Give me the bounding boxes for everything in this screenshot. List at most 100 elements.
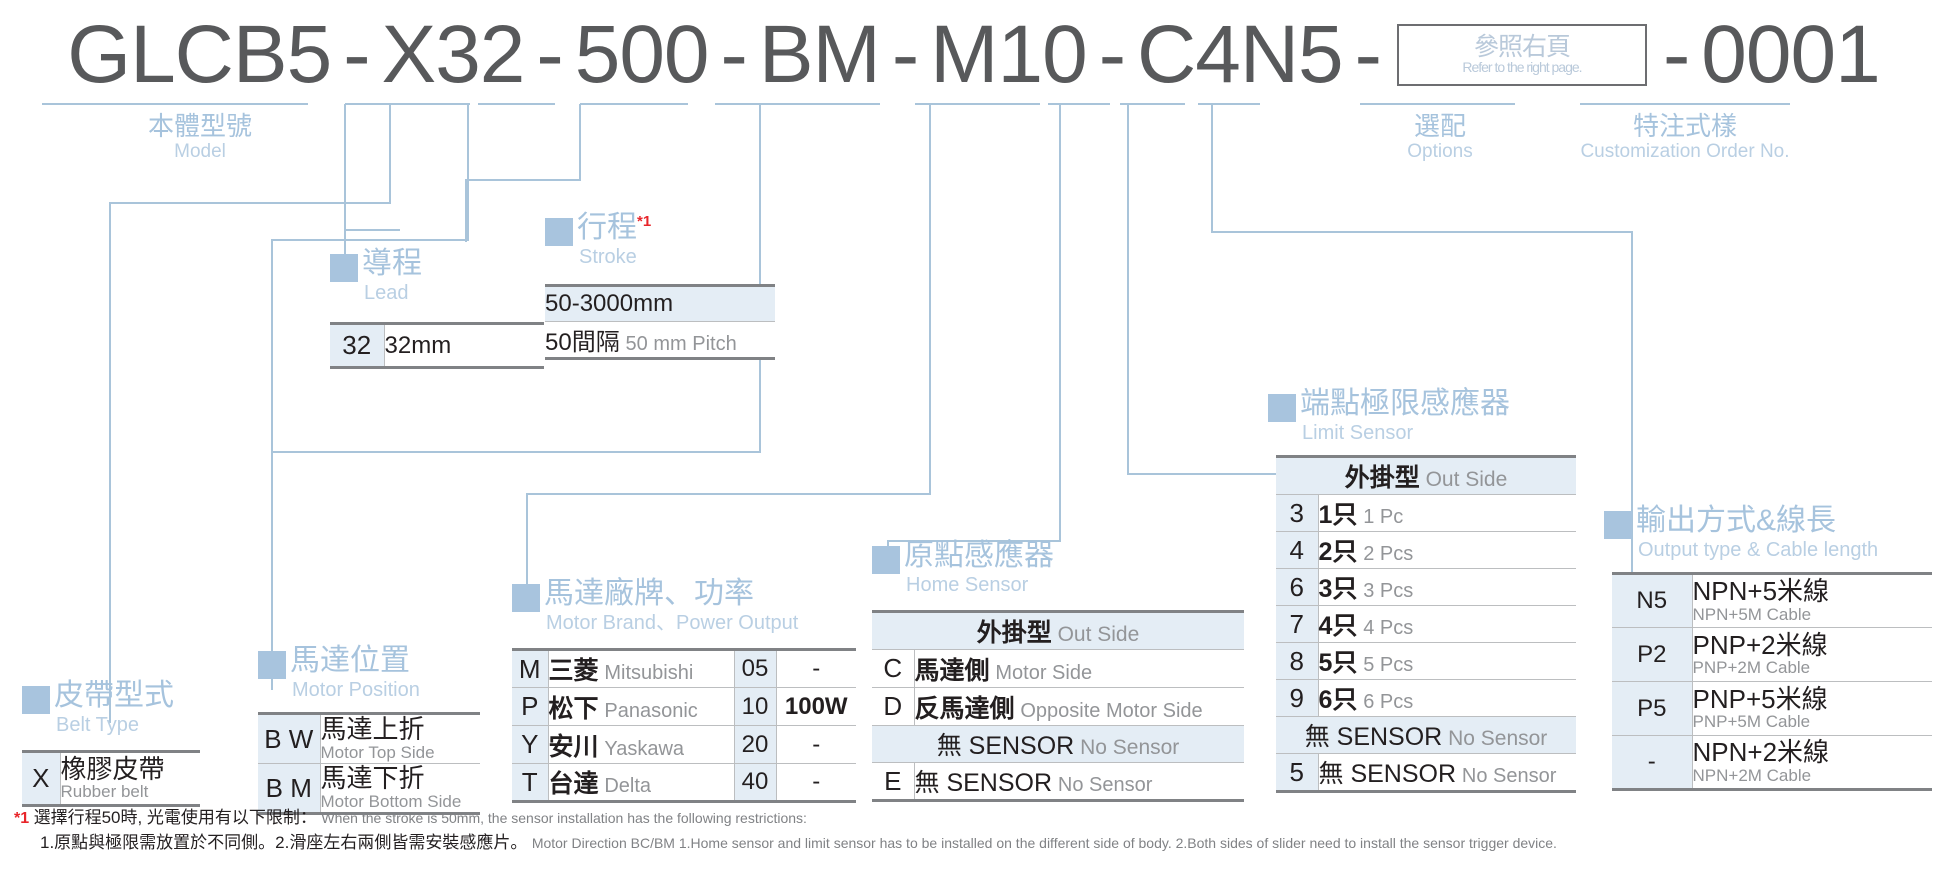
footnote-line2-cn: 1.原點與極限需放置於不同側。2.滑座左右兩側皆需安裝感應片。: [40, 832, 528, 852]
motor-power-code: 40: [734, 763, 777, 802]
caption-model: 本體型號 Model: [60, 112, 340, 162]
bullet-square-icon: [330, 254, 358, 282]
table-row: 5 無 SENSOR No Sensor: [1276, 753, 1576, 792]
output-type-desc: NPN+2米線 NPN+2M Cable: [1692, 737, 1830, 785]
home-sensor-group2: 無 SENSOR No Sensor: [936, 732, 1180, 760]
section-lead-en: Lead: [364, 282, 409, 304]
section-lead: 導程 Lead: [330, 247, 422, 305]
motor-brand-desc: 安川 Yaskawa: [548, 725, 735, 764]
caption-options-en: Options: [1407, 140, 1473, 162]
table-row: P2 PNP+2米線 PNP+2M Cable: [1612, 627, 1932, 682]
section-motor-brand-cn: 馬達廠牌、功率: [544, 577, 754, 610]
motor-position-code: B W: [258, 713, 321, 764]
table-motor-brand: M 三菱 Mitsubishi 05 - P 松下 Panasonic 10 1…: [512, 648, 856, 803]
output-type-desc: PNP+2米線 PNP+2M Cable: [1692, 629, 1828, 678]
options-box-cn: 參照右頁: [1473, 32, 1571, 61]
table-group-header: 外掛型 Out Side: [1276, 456, 1576, 495]
pn-segment-stroke: 500: [574, 9, 710, 100]
caption-customization-en: Customization Order No.: [1580, 140, 1790, 162]
limit-sensor-code: 6: [1276, 568, 1319, 606]
table-row: 4 2只 2 Pcs: [1276, 531, 1576, 569]
caption-customization: 特注式樣 Customization Order No.: [1570, 112, 1800, 162]
motor-brand-code: P: [512, 687, 549, 726]
caption-options-cn: 選配: [1413, 111, 1466, 141]
motor-position-desc: 馬達上折 Motor Top Side: [320, 714, 435, 762]
home-sensor-code: D: [872, 687, 915, 726]
table-row: 3 1只 1 Pc: [1276, 494, 1576, 532]
limit-sensor-desc: 2只 2 Pcs: [1318, 538, 1414, 566]
table-row: D 反馬達側 Opposite Motor Side: [872, 687, 1244, 726]
output-type-desc: NPN+5米線 NPN+5M Cable: [1692, 576, 1830, 624]
motor-power-value: -: [812, 730, 821, 758]
section-stroke-cn: 行程*1: [577, 211, 652, 244]
home-sensor-desc: 反馬達側 Opposite Motor Side: [914, 694, 1203, 723]
limit-sensor-code: 7: [1276, 605, 1319, 643]
table-motor-position: B W 馬達上折 Motor Top Side B M 馬達下折 Motor B…: [258, 712, 480, 815]
section-home-sensor-en: Home Sensor: [906, 574, 1029, 596]
motor-brand-desc: 三菱 Mitsubishi: [548, 649, 735, 688]
output-type-code: P2: [1612, 627, 1693, 682]
home-sensor-desc: 馬達側 Motor Side: [914, 656, 1093, 685]
stroke-footnote-mark: *1: [637, 213, 652, 230]
belt-desc: 橡膠皮帶 Rubber belt: [60, 753, 165, 802]
section-output-type-cn: 輸出方式&線長: [1636, 504, 1837, 537]
part-number-string: GLCB5 - X32 - 500 - BM - M10 - C4N5 - 參照…: [0, 8, 1947, 102]
table-row: 9 6只 6 Pcs: [1276, 679, 1576, 717]
table-group-header: 外掛型 Out Side: [872, 611, 1244, 650]
section-limit-sensor-en: Limit Sensor: [1302, 422, 1414, 444]
table-row: 7 4只 4 Pcs: [1276, 605, 1576, 643]
section-motor-position-cn: 馬達位置: [290, 644, 410, 677]
limit-sensor-desc: 5只 5 Pcs: [1318, 649, 1414, 677]
output-type-code: N5: [1612, 573, 1693, 628]
limit-sensor-desc: 6只 6 Pcs: [1318, 686, 1414, 714]
limit-sensor-code: 3: [1276, 494, 1319, 532]
table-output-type: N5 NPN+5米線 NPN+5M Cable P2 PNP+2米線 PNP+2…: [1612, 572, 1932, 791]
table-belt-type: X 橡膠皮帶 Rubber belt: [22, 750, 200, 807]
section-home-sensor: 原點感應器 Home Sensor: [872, 539, 1054, 597]
section-home-sensor-cn: 原點感應器: [904, 539, 1054, 572]
motor-brand-desc: 松下 Panasonic: [548, 687, 735, 726]
pn-dash: -: [1662, 9, 1690, 100]
footnote-mark: *1: [14, 810, 30, 827]
output-type-code: -: [1612, 735, 1693, 790]
limit-sensor-code: 8: [1276, 642, 1319, 680]
pn-dash: -: [343, 9, 370, 100]
options-box-en: Refer to the right page.: [1462, 58, 1582, 75]
motor-power-value: 100W: [784, 692, 848, 720]
pn-dash: -: [536, 9, 563, 100]
footnote-line1-en: When the stroke is 50mm, the sensor inst…: [321, 810, 807, 826]
section-output-type-en: Output type & Cable length: [1638, 539, 1879, 561]
section-stroke-en: Stroke: [579, 246, 637, 268]
table-row: 50間隔 50 mm Pitch: [545, 322, 775, 359]
pn-segment-sensors: C4N5: [1137, 9, 1344, 100]
table-row: X 橡膠皮帶 Rubber belt: [22, 751, 200, 806]
lead-desc: 32mm: [384, 324, 544, 368]
limit-sensor-desc: 無 SENSOR No Sensor: [1318, 760, 1557, 788]
motor-power-code: 05: [734, 649, 777, 688]
section-motor-brand-en: Motor Brand、Power Output: [546, 612, 799, 634]
footnote-line1-cn: 選擇行程50時, 光電使用有以下限制：: [33, 808, 317, 827]
section-stroke: 行程*1 Stroke: [545, 211, 652, 269]
table-home-sensor: 外掛型 Out Side C 馬達側 Motor Side D 反馬達側 Opp…: [872, 610, 1244, 802]
footnote-line2-en: Motor Direction BC/BM 1.Home sensor and …: [531, 834, 1557, 851]
pn-segment-motor-position: BM: [758, 9, 881, 100]
limit-sensor-code: 5: [1276, 753, 1319, 792]
table-row: 32 32mm: [330, 323, 544, 368]
section-belt-cn: 皮帶型式: [54, 679, 174, 712]
footnote-line-2: 1.原點與極限需放置於不同側。2.滑座左右兩側皆需安裝感應片。 Motor Di…: [14, 831, 1944, 856]
caption-model-en: Model: [174, 140, 226, 162]
bullet-square-icon: [1604, 511, 1632, 539]
bullet-square-icon: [258, 651, 286, 679]
motor-power-value: -: [812, 655, 821, 682]
bullet-square-icon: [545, 218, 573, 246]
bullet-square-icon: [512, 584, 540, 612]
home-sensor-group1: 外掛型 Out Side: [976, 619, 1140, 647]
limit-sensor-desc: 3只 3 Pcs: [1318, 575, 1414, 603]
section-limit-sensor-cn: 端點極限感應器: [1300, 387, 1510, 420]
table-limit-sensor: 外掛型 Out Side 3 1只 1 Pc 4 2只 2 Pcs 6: [1276, 455, 1576, 793]
table-row: Y 安川 Yaskawa 20 -: [512, 725, 856, 764]
table-row: E 無 SENSOR No Sensor: [872, 762, 1244, 801]
section-limit-sensor: 端點極限感應器 Limit Sensor: [1268, 387, 1510, 445]
limit-sensor-desc: 4只 4 Pcs: [1318, 612, 1414, 640]
